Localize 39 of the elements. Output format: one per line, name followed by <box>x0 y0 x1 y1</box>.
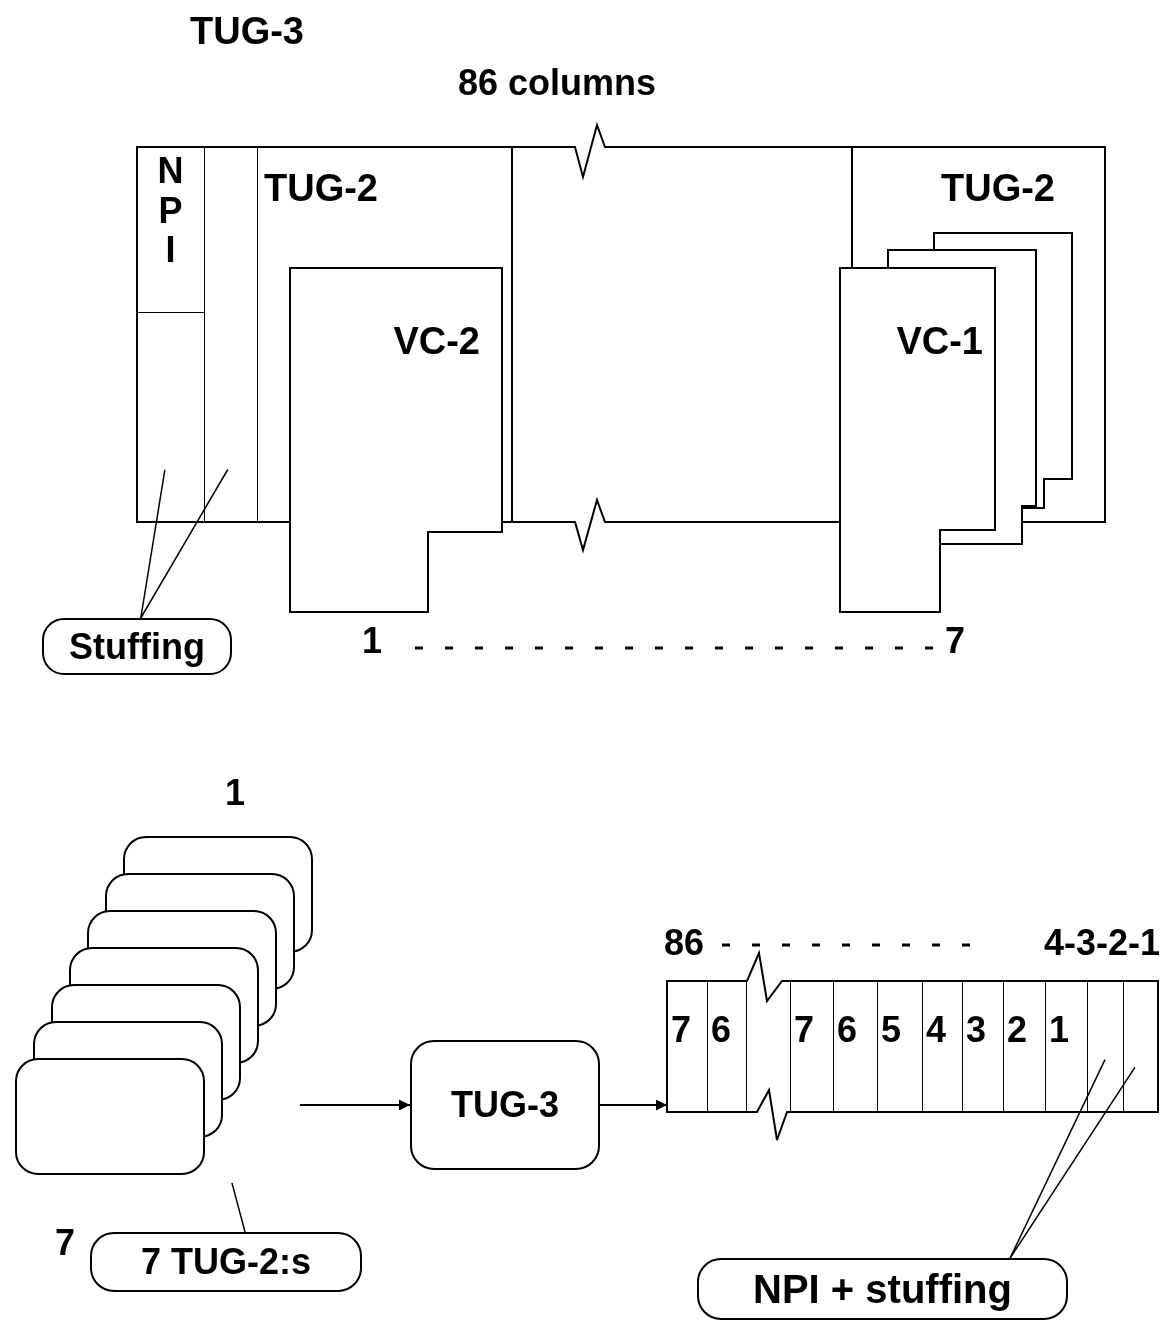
tug3-box <box>410 1040 600 1170</box>
npi-stuffing-callout <box>697 1258 1068 1320</box>
column-number: 2 <box>1007 1009 1029 1051</box>
diagram-title: TUG-3 <box>190 10 304 54</box>
index-sequence: 4-3-2-1 <box>1042 922 1160 964</box>
index-number: 1 <box>225 772 246 814</box>
column-number: 7 <box>671 1009 693 1051</box>
column-number: 6 <box>711 1009 733 1051</box>
column-number: 7 <box>794 1009 816 1051</box>
callout-label: Stuffing <box>69 625 205 668</box>
container-label: VC-2 <box>392 320 480 364</box>
stuffing-callout <box>42 618 232 675</box>
dimension-label: 86 columns <box>458 62 657 104</box>
index-number: 7 <box>55 1222 76 1264</box>
index-number: 7 <box>945 620 966 662</box>
box-label: TUG-3 <box>451 1084 559 1126</box>
column-number: 5 <box>881 1009 903 1051</box>
callout-label: 7 TUG-2:s <box>140 1241 311 1283</box>
frame-column <box>707 981 747 1112</box>
leader-line <box>140 468 229 619</box>
column-label: TUG-2 <box>940 167 1055 211</box>
column-number: 6 <box>837 1009 859 1051</box>
arrow <box>298 1099 411 1111</box>
arrow <box>599 1099 668 1111</box>
npi-cell <box>137 147 205 313</box>
column-number: 4 <box>926 1009 948 1051</box>
container-label: VC-1 <box>895 320 983 364</box>
tug2-count-callout <box>90 1232 362 1292</box>
column-label: TUG-2 <box>264 167 379 211</box>
index-number: 1 <box>362 620 383 662</box>
column-number: 3 <box>966 1009 988 1051</box>
column-number: 1 <box>1049 1009 1071 1051</box>
callout-label: NPI + stuffing <box>753 1266 1012 1312</box>
index-number: 86 <box>664 922 705 964</box>
leader-line <box>1009 1066 1136 1259</box>
leader-line <box>1009 1058 1106 1259</box>
leader-line <box>231 1182 246 1233</box>
npi-label: N P I <box>156 151 185 270</box>
leader-line <box>140 469 166 619</box>
